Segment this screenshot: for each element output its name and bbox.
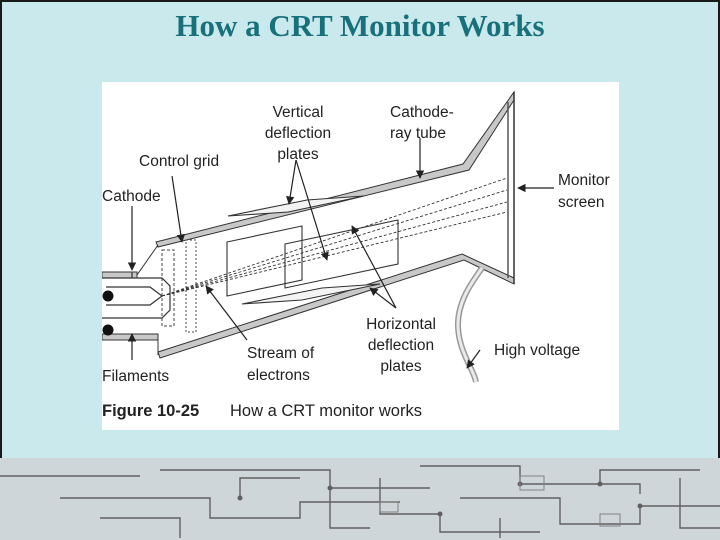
label-high-voltage: High voltage xyxy=(494,342,580,359)
label-filaments: Filaments xyxy=(102,368,169,385)
label-monitor-screen-2: screen xyxy=(558,194,605,211)
label-vertical-plates-3: plates xyxy=(277,146,319,163)
figure-number: Figure 10-25 xyxy=(102,402,199,420)
filament-pin-top xyxy=(102,290,114,302)
vertical-plates xyxy=(227,195,381,305)
cathode-assembly xyxy=(102,239,197,336)
crt-diagram: Vertical deflection plates Cathode- ray … xyxy=(102,90,610,420)
figure-caption: How a CRT monitor works xyxy=(230,402,422,420)
label-horizontal-plates-2: deflection xyxy=(368,337,434,354)
label-cathode: Cathode xyxy=(102,188,161,205)
circuit-footer xyxy=(0,458,720,540)
label-stream-2: electrons xyxy=(247,367,310,384)
label-control-grid: Control grid xyxy=(139,153,219,170)
label-monitor-screen-1: Monitor xyxy=(558,172,610,189)
label-crt-1: Cathode- xyxy=(390,104,454,121)
crt-figure: Vertical deflection plates Cathode- ray … xyxy=(102,82,619,430)
label-horizontal-plates-3: plates xyxy=(380,358,422,375)
label-horizontal-plates-1: Horizontal xyxy=(366,316,436,333)
label-vertical-plates-2: deflection xyxy=(265,125,331,142)
tube-outline xyxy=(102,90,515,359)
label-vertical-plates-1: Vertical xyxy=(273,104,324,121)
slide-title: How a CRT Monitor Works xyxy=(175,8,545,43)
leader-arrows xyxy=(127,138,554,369)
electron-beams xyxy=(161,177,508,297)
filament-pin-bottom xyxy=(102,324,114,336)
label-crt-2: ray tube xyxy=(390,125,446,142)
label-stream-1: Stream of xyxy=(247,345,315,362)
